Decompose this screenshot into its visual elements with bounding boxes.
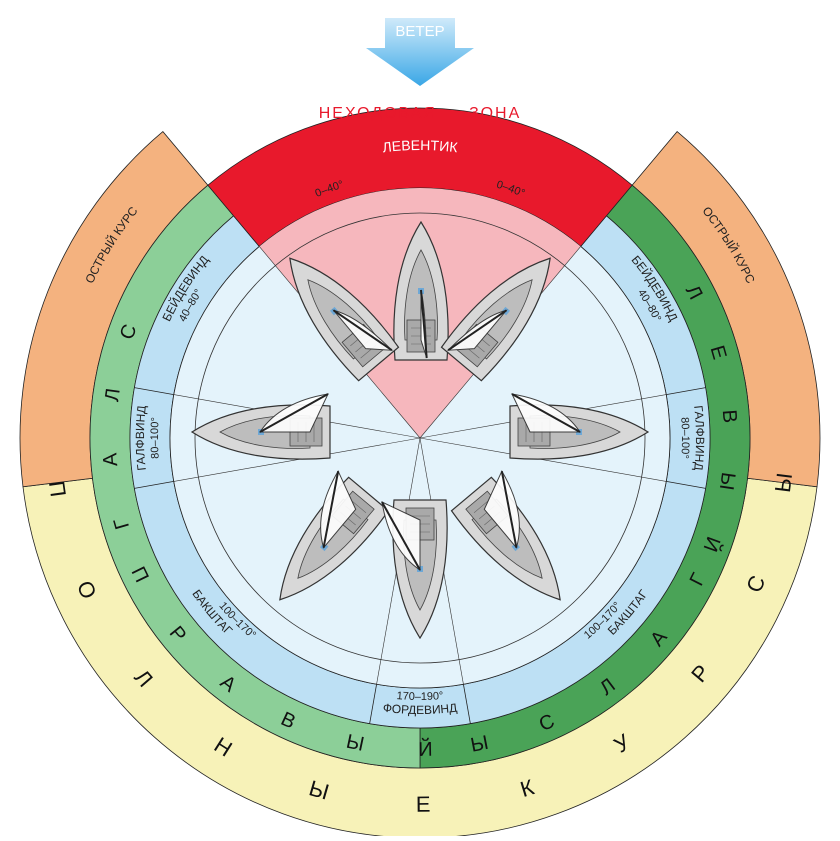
full-courses-letter: Е bbox=[416, 792, 431, 817]
boat-beam-right bbox=[509, 393, 650, 460]
port-tack-letter: Е bbox=[706, 343, 731, 362]
beam-left-angle: 80–100° bbox=[149, 417, 162, 459]
course-divider bbox=[463, 684, 471, 724]
course-divider bbox=[369, 684, 377, 724]
boat-run bbox=[381, 499, 448, 640]
course-rings bbox=[19, 107, 821, 839]
port-word-letter: Ы bbox=[469, 732, 491, 757]
boat-broad-reach-right bbox=[450, 470, 561, 601]
starboard-tack-letter: С bbox=[116, 321, 142, 342]
beam-left-label: ГАЛФВИНД bbox=[133, 405, 149, 471]
starboard-tack-letter: Л bbox=[101, 387, 125, 403]
leventik-label: ЛЕВЕНТИК bbox=[382, 137, 460, 155]
boat-broad-reach-left bbox=[279, 470, 390, 601]
no-go-title: НЕХОДОВАЯ ЗОНА bbox=[319, 105, 522, 122]
port-tack-letter: Ы bbox=[715, 471, 739, 492]
boat-beam-left bbox=[190, 393, 331, 460]
course-divider bbox=[666, 481, 706, 489]
starboard-word-letter: Й bbox=[418, 737, 433, 761]
run-angle: 170–190° bbox=[396, 690, 444, 703]
angle-circle bbox=[194, 212, 646, 664]
starboard-tack-letter: А bbox=[99, 452, 122, 468]
wind-arrow: ВЕТЕР bbox=[366, 18, 474, 86]
run-label: ФОРДЕВИНД bbox=[382, 701, 458, 717]
boat-close-hauled-left bbox=[289, 257, 400, 382]
boat-close-hauled-right bbox=[440, 257, 551, 382]
full-courses-letter: П bbox=[44, 479, 71, 498]
course-divider bbox=[134, 387, 174, 395]
full-courses-letter: Ы bbox=[770, 471, 797, 493]
port-tack-letter: В bbox=[718, 409, 741, 424]
beam-right-angle: 80–100° bbox=[678, 417, 691, 459]
course-divider bbox=[134, 481, 174, 489]
boats bbox=[190, 220, 650, 640]
wind-label: ВЕТЕР bbox=[395, 23, 444, 40]
course-divider bbox=[666, 387, 706, 395]
boat-leventik bbox=[393, 220, 449, 361]
starboard-word-letter: Ы bbox=[344, 731, 366, 756]
beam-right-label: ГАЛФВИНД bbox=[691, 405, 707, 471]
